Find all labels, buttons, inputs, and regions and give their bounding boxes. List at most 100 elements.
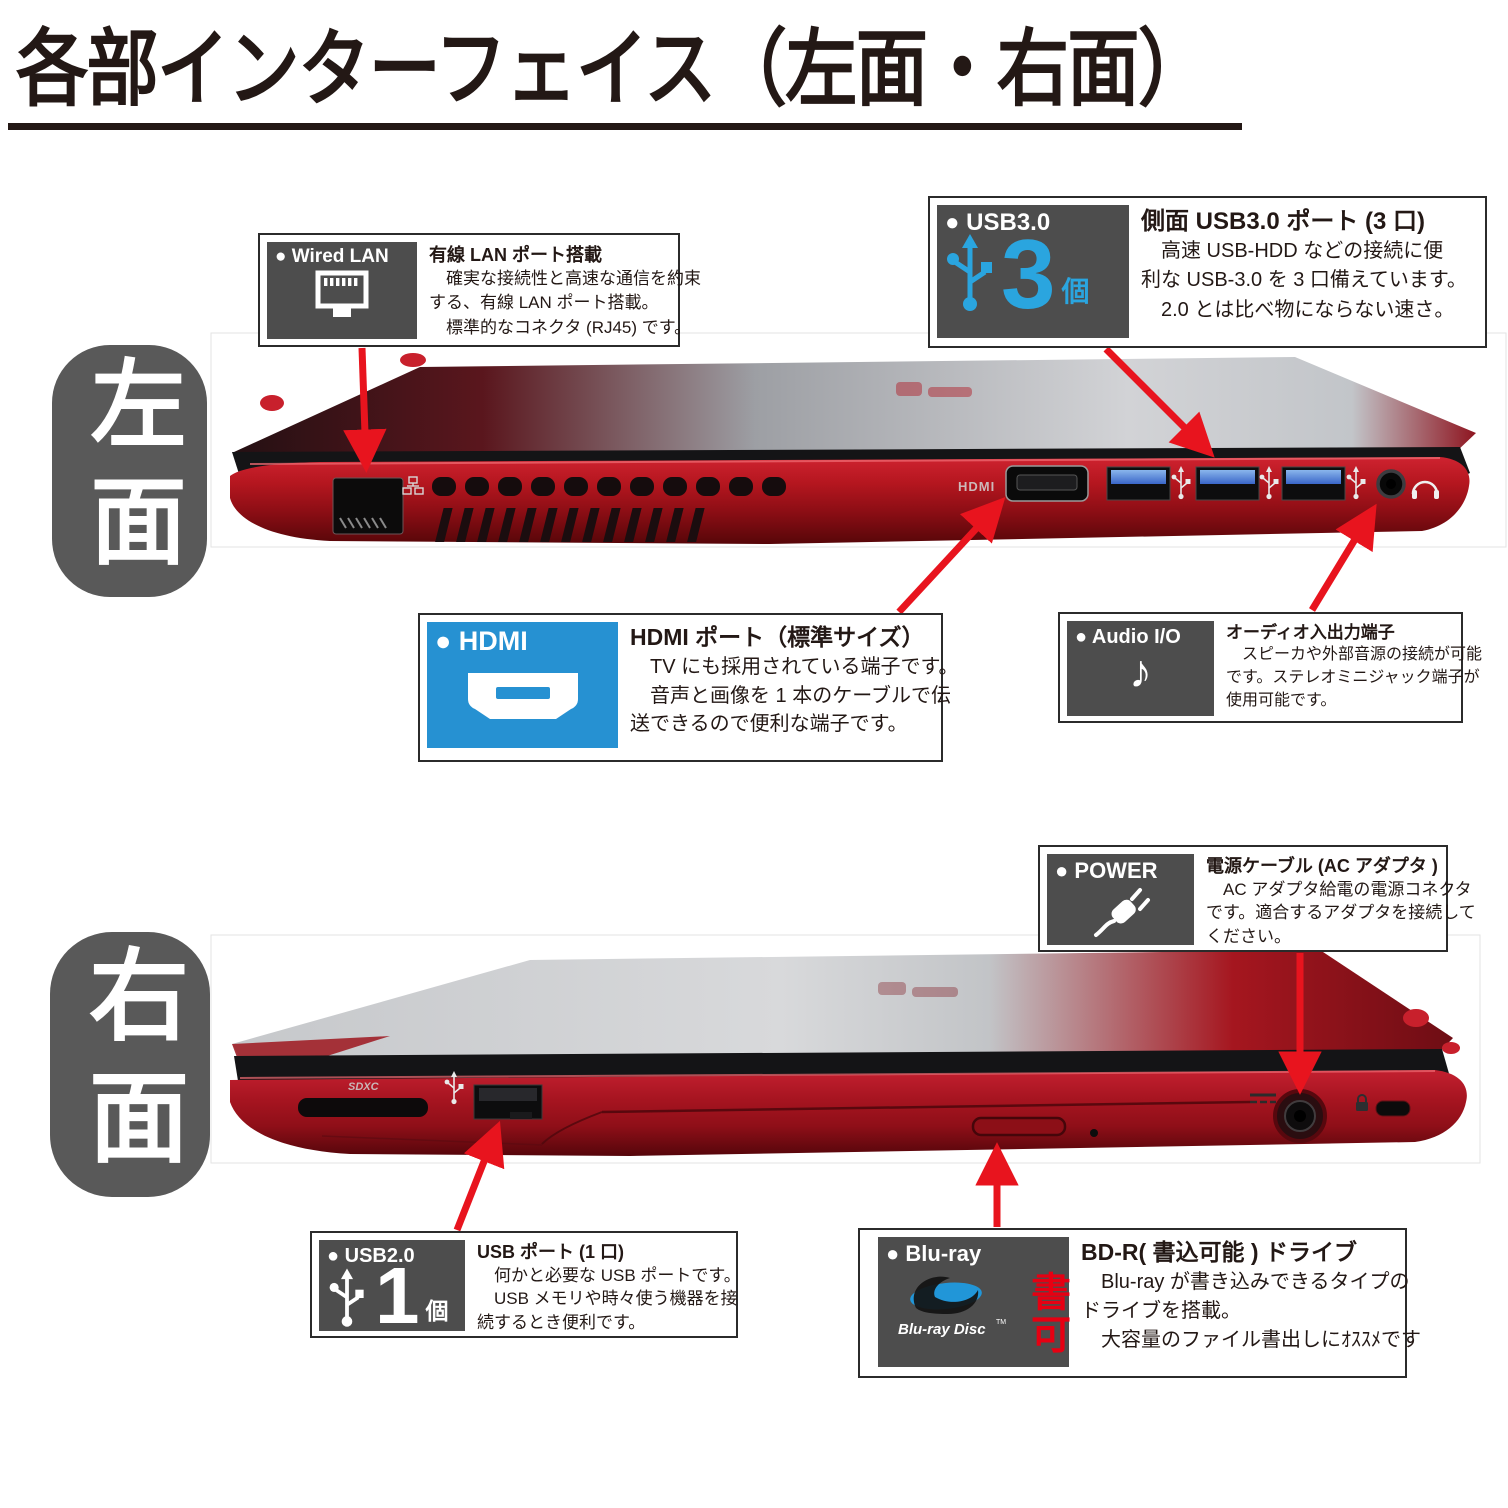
usb2-port-tongue xyxy=(479,1088,537,1101)
bluray-line: 大容量のファイル書出しにｵｽｽﾒです xyxy=(1081,1328,1421,1351)
lan-port-pins xyxy=(339,517,387,529)
callout-hdmi: ● HDMI HDMI ポート（標準サイズ） TV にも採用されている端子です。… xyxy=(418,613,959,762)
audio-line: です。ステレオミニジャック端子が xyxy=(1226,668,1480,686)
usb3-text: 側面 USB3.0 ポート (3 口) 高速 USB-HDD などの接続に便 利… xyxy=(1129,205,1467,325)
left-side-badge: 左面 xyxy=(52,345,207,597)
usb2-chip-label: ● USB2.0 xyxy=(327,1245,415,1267)
power-line: です。適合するアダプタを接続して xyxy=(1206,903,1476,923)
rj45-port-icon xyxy=(315,270,369,317)
bluray-title: BD-R( 書込可能 ) ドライブ xyxy=(1081,1239,1357,1265)
callout-usb3: ● USB3.0 3 個 側面 USB3.0 ポート (3 口) 高速 USB-… xyxy=(928,196,1487,348)
hdmi-line: 送できるので便利な端子です。 xyxy=(630,713,908,736)
usb2-line: 何かと必要な USB ポートです。 xyxy=(477,1265,741,1285)
bluray-line: ドライブを搭載。 xyxy=(1081,1299,1241,1322)
lid-logo-mark xyxy=(878,982,958,997)
sd-card-slot xyxy=(298,1098,428,1117)
audio-text: オーディオ入出力端子 スピーカや外部音源の接続が可能 です。ステレオミニジャック… xyxy=(1214,621,1482,712)
body-top-highlight xyxy=(239,1070,1436,1079)
usb2-count-unit: 個 xyxy=(425,1297,449,1324)
audio-line: 使用可能です。 xyxy=(1226,691,1337,709)
usb3-title: 側面 USB3.0 ポート (3 口) xyxy=(1141,208,1426,235)
music-note-icon: ♪ xyxy=(1129,645,1152,697)
audio-line: スピーカや外部音源の接続が可能 xyxy=(1226,646,1483,664)
usb3-chip: ● USB3.0 3 個 xyxy=(937,205,1129,338)
wired-lan-chip: ● Wired LAN xyxy=(267,242,417,339)
power-chip: ● POWER xyxy=(1047,854,1194,945)
audio-chip-label: ● Audio I/O xyxy=(1075,626,1181,648)
usb2-chip: ● USB2.0 1 個 xyxy=(319,1240,465,1340)
audio-title: オーディオ入出力端子 xyxy=(1226,623,1395,642)
hdmi-text: HDMI ポート（標準サイズ） TV にも採用されている端子です。 音声と画像を… xyxy=(618,622,959,739)
bluray-logo-tm: TM xyxy=(996,1319,1006,1326)
writable-stamp: 書可 xyxy=(1025,1271,1069,1356)
emergency-eject-hole xyxy=(1090,1129,1098,1137)
hdmi-chip-label: ● HDMI xyxy=(435,626,528,656)
hdmi-chip: ● HDMI xyxy=(427,622,618,748)
wired-lan-line: 標準的なコネクタ (RJ45) です。 xyxy=(429,317,692,337)
callout-bluray: ● Blu-ray Blu-ray Disc TM 書可 BD-R( 書込可能 … xyxy=(858,1228,1421,1378)
lan-port xyxy=(332,477,404,535)
hdmi-line: 音声と画像を 1 本のケーブルで伝 xyxy=(630,684,952,707)
laptop-lid xyxy=(234,357,1476,452)
bluray-text: BD-R( 書込可能 ) ドライブ Blu-ray が書き込みできるタイプの ド… xyxy=(1069,1237,1421,1355)
bluray-chip: ● Blu-ray Blu-ray Disc TM 書可 xyxy=(878,1237,1069,1367)
callout-audio-io: ● Audio I/O ♪ オーディオ入出力端子 スピーカや外部音源の接続が可能… xyxy=(1058,612,1482,723)
usb2-title: USB ポート (1 口) xyxy=(477,1242,625,1262)
lid-rubber-foot xyxy=(260,395,284,411)
usb-trident-icon xyxy=(329,1268,364,1327)
wired-lan-line: 確実な接続性と高速な通信を約束 xyxy=(429,269,701,289)
dc-in-symbol xyxy=(1250,1093,1276,1104)
hdmi-print-label: HDMI xyxy=(958,479,995,494)
vent-slots xyxy=(432,477,786,496)
hdmi-title: HDMI ポート（標準サイズ） xyxy=(630,624,925,650)
body-top-highlight xyxy=(249,457,1441,465)
usb3-line: 利な USB-3.0 を 3 口備えています。 xyxy=(1141,269,1467,292)
callout-usb2: ● USB2.0 1 個 USB ポート (1 口) 何かと必要な USB ポー… xyxy=(310,1231,741,1340)
power-title: 電源ケーブル (AC アダプタ ) xyxy=(1206,856,1438,876)
usb2-line: 続するとき便利です。 xyxy=(477,1313,646,1333)
usb2-port-notch xyxy=(510,1112,532,1119)
usb2-text: USB ポート (1 口) 何かと必要な USB ポートです。 USB メモリや… xyxy=(465,1240,741,1335)
security-lock-icon xyxy=(1356,1094,1368,1111)
lid-rubber-foot xyxy=(1442,1042,1460,1054)
power-text: 電源ケーブル (AC アダプタ ) AC アダプタ給電の電源コネクタ です。適合… xyxy=(1194,854,1476,949)
wired-lan-text: 有線 LAN ポート搭載 確実な接続性と高速な通信を約束 する、有線 LAN ポ… xyxy=(417,242,701,340)
left-side-laptop-photo: HDMI xyxy=(210,332,1507,548)
usb2-line: USB メモリや時々使う機器を接 xyxy=(477,1289,738,1309)
optical-drive-seam xyxy=(601,1100,1251,1114)
usb3-count-unit: 個 xyxy=(1061,276,1090,308)
audio-chip: ● Audio I/O ♪ xyxy=(1067,621,1214,716)
lan-network-icon xyxy=(402,476,424,495)
usb3-line: 高速 USB-HDD などの接続に便 xyxy=(1141,240,1444,263)
hdmi-port-slot xyxy=(1016,474,1078,491)
page-title: 各部インターフェイス（左面・右面） xyxy=(16,22,1210,116)
title-underline xyxy=(8,123,1242,130)
usb3-ports xyxy=(1106,466,1346,501)
lid-logo-mark xyxy=(896,382,972,397)
right-side-badge: 右面 xyxy=(50,932,210,1197)
right-side-laptop-photo: SDXC xyxy=(210,934,1481,1164)
laptop-lid xyxy=(232,950,1453,1058)
callout-wired-lan: ● Wired LAN 有線 LAN ポート搭載 確実な接続性と高速な通信を約束… xyxy=(258,233,701,347)
bluray-logo-text: Blu-ray Disc xyxy=(898,1321,986,1338)
kensington-slot xyxy=(1375,1100,1411,1117)
lid-rubber-foot xyxy=(1403,1009,1429,1027)
usb-trident-icon xyxy=(947,234,992,312)
usb2-port-count: 1 xyxy=(375,1251,420,1340)
case-seam xyxy=(321,1135,543,1146)
power-plug-icon xyxy=(1093,888,1150,938)
optical-drive-seam xyxy=(541,1111,603,1145)
usb3-chip-label: ● USB3.0 xyxy=(945,209,1051,236)
lid-rubber-foot xyxy=(400,353,426,367)
wired-lan-title: 有線 LAN ポート搭載 xyxy=(429,245,602,265)
bluray-chip-label: ● Blu-ray xyxy=(886,1241,982,1266)
usb-symbol-icon xyxy=(444,1071,464,1105)
hdmi-line: TV にも採用されている端子です。 xyxy=(630,655,959,678)
bluray-disc-logo: Blu-ray Disc TM xyxy=(898,1276,1006,1338)
eject-button xyxy=(971,1116,1067,1137)
wired-lan-chip-label: ● Wired LAN xyxy=(275,246,389,267)
usb3-line: 2.0 とは比べ物にならない速さ。 xyxy=(1141,298,1455,321)
hdmi-connector-icon xyxy=(467,672,578,719)
callout-power: ● POWER 電源ケーブル (AC アダプタ ) AC アダプタ給電の電源コネ… xyxy=(1038,845,1476,952)
